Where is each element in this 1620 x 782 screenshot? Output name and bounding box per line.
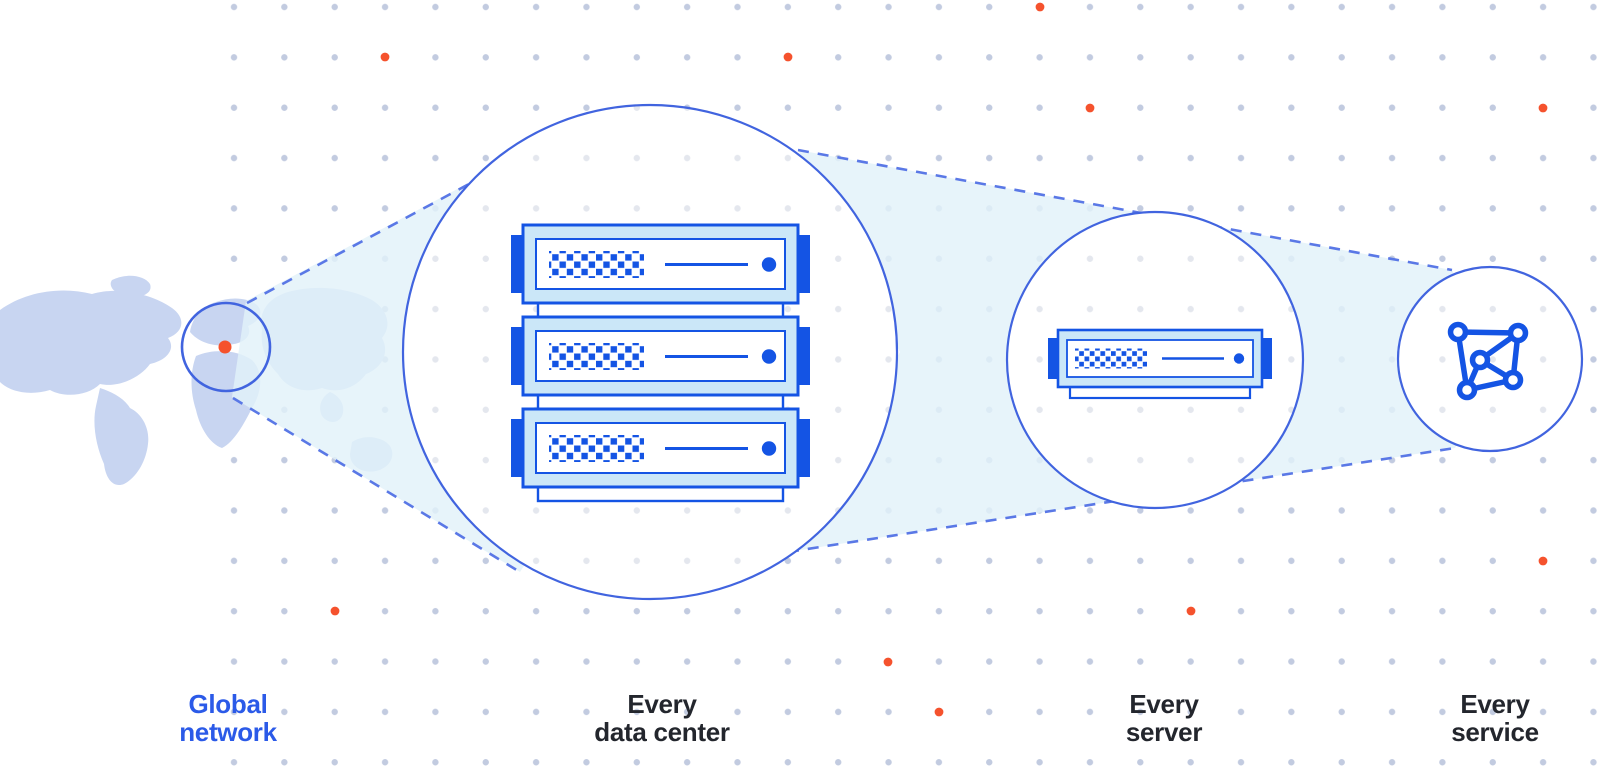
orange-dot	[1085, 103, 1095, 113]
network-mesh-icon	[1447, 321, 1529, 401]
label-line: network	[179, 717, 277, 747]
every-server-label: Every server	[1125, 689, 1203, 747]
every-service-label: Every service	[1451, 690, 1539, 746]
label-line: data center	[594, 717, 730, 747]
global-network-label: Global network	[179, 690, 277, 746]
label-line: server	[1125, 717, 1203, 747]
label-line: Every	[1460, 689, 1530, 719]
orange-dot	[1538, 103, 1548, 113]
orange-accent-dots	[330, 2, 1548, 717]
label-line: Global	[188, 689, 268, 719]
label-line: service	[1451, 717, 1539, 747]
orange-dot	[1538, 556, 1548, 566]
orange-dot	[783, 52, 793, 62]
orange-dot	[1186, 606, 1196, 616]
location-marker-dot	[218, 340, 232, 354]
label-line: Every	[1129, 689, 1199, 719]
label-line: Every	[627, 689, 697, 719]
every-data-center-label: Every data center	[594, 689, 730, 747]
server-rack-icon	[509, 223, 812, 503]
orange-dot	[330, 606, 340, 616]
orange-dot	[380, 52, 390, 62]
orange-dot	[934, 707, 944, 717]
orange-dot	[883, 657, 893, 667]
orange-dot	[1035, 2, 1045, 12]
single-server-icon	[1046, 328, 1274, 400]
global-network-circle	[180, 301, 272, 393]
